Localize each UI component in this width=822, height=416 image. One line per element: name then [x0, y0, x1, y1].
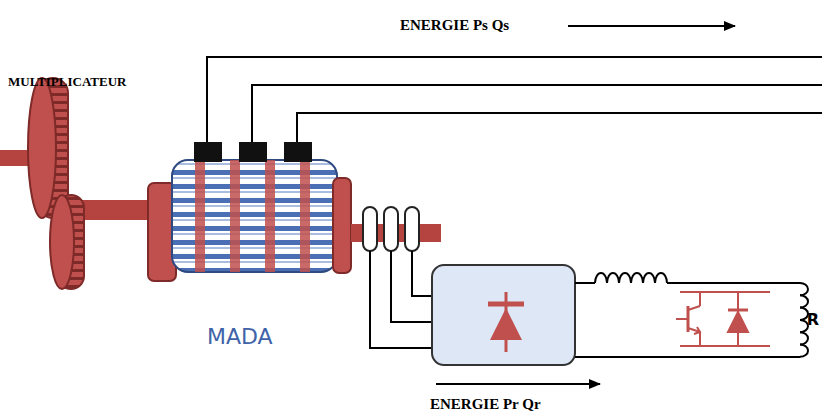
machine: [148, 142, 351, 281]
machine-label: MADA: [207, 324, 273, 349]
inductor: [595, 273, 667, 283]
rectifier: [432, 265, 575, 365]
rotor-wires: [370, 251, 432, 348]
energy-arrow: [568, 25, 735, 27]
gear: [50, 195, 84, 289]
grid-label: R: [807, 310, 819, 329]
component-label: MULTIPLICATEUR: [8, 74, 126, 90]
energy-label: ENERGIE Ps Qs: [400, 17, 509, 34]
energy-arrow: [436, 383, 600, 385]
energy-label: ENERGIE Pr Qr: [430, 396, 541, 413]
slip-rings: [363, 207, 419, 251]
igbt-symbol: [676, 292, 770, 346]
dc-link: [575, 283, 800, 357]
stator-wires: [207, 57, 822, 145]
